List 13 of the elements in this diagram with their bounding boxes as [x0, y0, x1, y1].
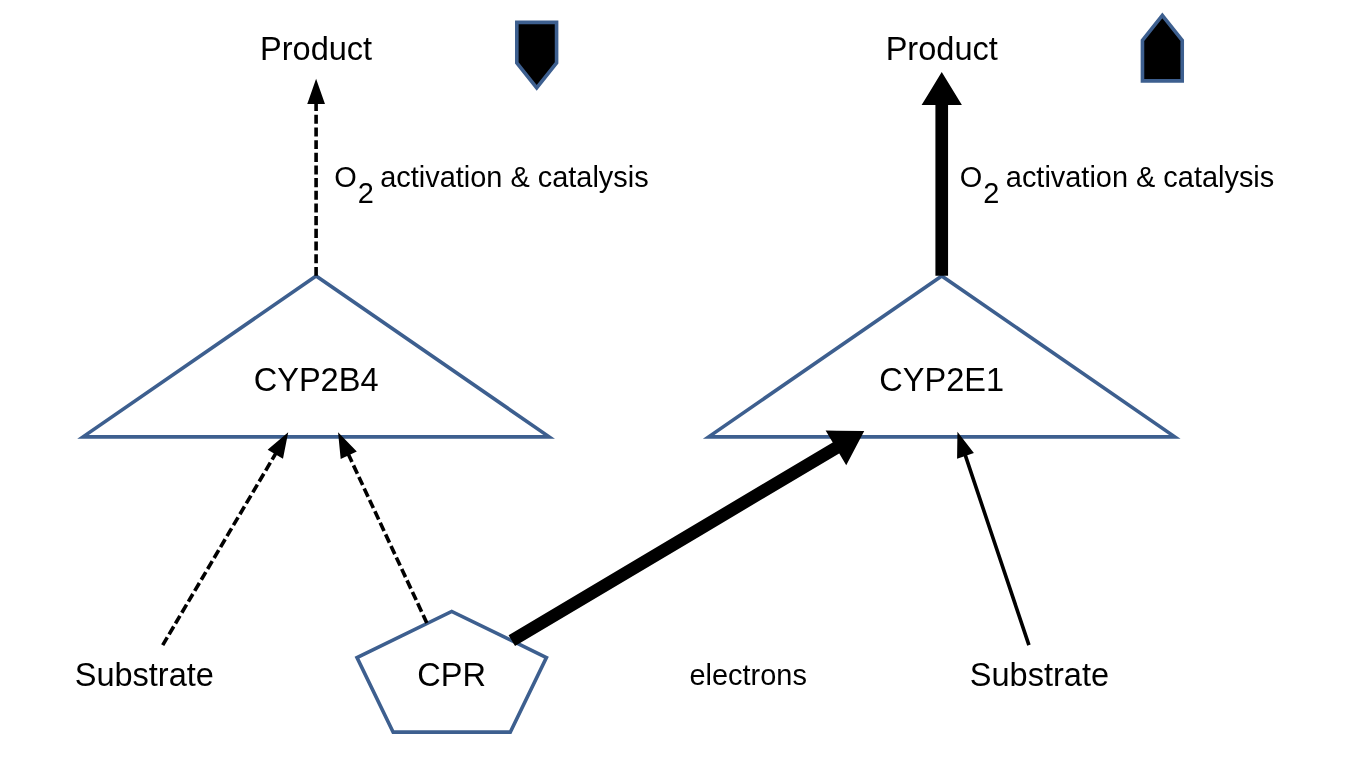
arrow [306, 78, 325, 276]
arrow [337, 432, 428, 624]
node-text: Product [885, 30, 998, 67]
node-up-arrow [1140, 12, 1184, 83]
arrow [956, 431, 1031, 646]
arrow [160, 432, 288, 647]
arrow [508, 430, 864, 647]
node-text: Substrate [74, 657, 214, 694]
label: electrons [688, 659, 807, 692]
node-text: Product [259, 30, 372, 67]
node-down-arrow [514, 20, 558, 91]
arrow [921, 72, 962, 276]
node-text: Substrate [969, 657, 1109, 694]
